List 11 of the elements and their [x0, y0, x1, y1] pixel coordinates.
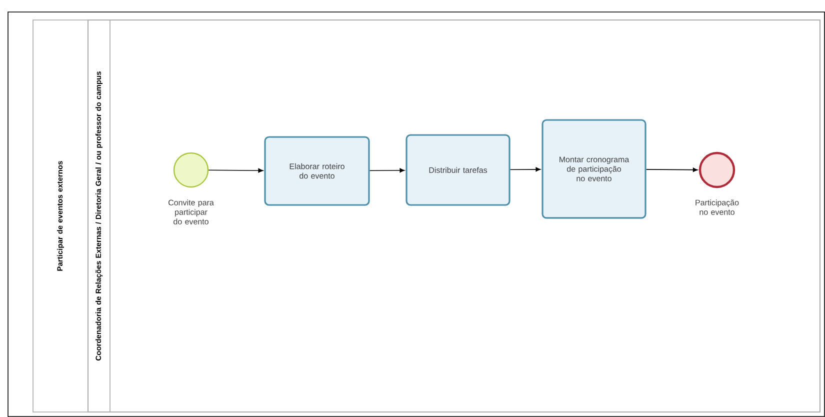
- task-box: Distribuir tarefas: [406, 134, 510, 206]
- arrow: [208, 168, 264, 173]
- arrow: [646, 168, 698, 172]
- end-event-circle: [698, 152, 736, 188]
- start-event-circle: [173, 152, 209, 188]
- task-box: Montar cronograma de participação no evento: [542, 119, 646, 219]
- arrow: [369, 168, 405, 173]
- task-box: Elaborar roteiro do evento: [264, 136, 370, 206]
- event-label: Participação no evento: [696, 200, 739, 215]
- event-label: Convite para participar do evento: [168, 200, 214, 224]
- arrow: [510, 167, 541, 172]
